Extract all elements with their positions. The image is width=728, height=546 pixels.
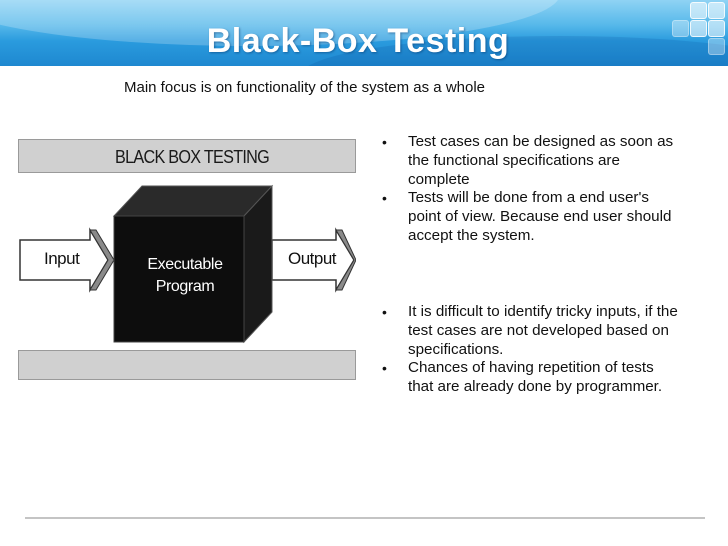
list-item: • Chances of having repetition of tests … <box>378 359 678 397</box>
list-item-text: Test cases can be designed as soon as th… <box>408 133 674 188</box>
decorative-squares <box>634 2 725 62</box>
list-item: • It is difficult to identify tricky inp… <box>378 303 678 359</box>
bullet-icon: • <box>382 190 387 207</box>
black-box-diagram: BLACK BOX TESTING Executable Program Inp… <box>18 136 356 382</box>
black-box-front-face <box>113 215 245 343</box>
list-item: • Test cases can be designed as soon as … <box>378 133 678 189</box>
diagram-bottom-bar <box>18 350 356 380</box>
disadvantages-list: • It is difficult to identify tricky inp… <box>378 303 678 397</box>
diagram-graphics <box>19 184 356 344</box>
bullet-icon: • <box>382 360 387 377</box>
footer-divider <box>25 517 705 519</box>
bullet-icon: • <box>382 304 387 320</box>
bullet-icon: • <box>382 134 387 150</box>
main-focus-text: Main focus is on functionality of the sy… <box>124 79 486 96</box>
diagram-title-bar: BLACK BOX TESTING <box>18 139 356 173</box>
list-item-text: It is difficult to identify tricky input… <box>408 303 678 358</box>
list-item-text: Chances of having repetition of tests th… <box>408 359 663 396</box>
advantages-list: • Test cases can be designed as soon as … <box>378 133 678 246</box>
box-label-line2: Program <box>155 278 215 295</box>
header-band <box>0 0 728 66</box>
box-label-line1: Executable <box>147 256 223 273</box>
input-label: Input <box>44 249 80 268</box>
list-item: • Tests will be done from a end user's p… <box>378 189 678 245</box>
slide-title: Black-Box Testing <box>206 22 510 60</box>
list-item-text: Tests will be done from a end user's poi… <box>408 189 672 244</box>
diagram-title-label: BLACK BOX TESTING <box>115 147 270 167</box>
output-label: Output <box>288 249 337 268</box>
